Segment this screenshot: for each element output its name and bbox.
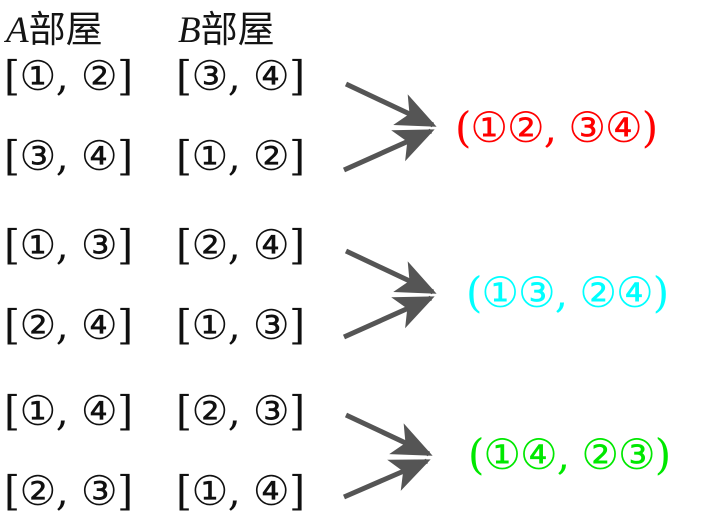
- room-letter-b: B: [178, 10, 201, 51]
- arrow-lower: [342, 295, 435, 340]
- arrow-upper: [344, 248, 437, 295]
- room-word-a: 部屋: [28, 8, 103, 51]
- arrow-pair-group-3: [335, 404, 450, 514]
- pair-cell-a: [①, ④]: [4, 387, 133, 435]
- pair-cell-a: [①, ③]: [4, 221, 133, 269]
- pair-cell-b: [①, ③]: [176, 301, 305, 349]
- pair-cell-a: [②, ④]: [4, 301, 133, 349]
- arrow-lower: [343, 458, 431, 500]
- room-word-b: 部屋: [200, 8, 275, 51]
- result-group-1: (①②, ③④): [455, 103, 658, 152]
- arrow-pair-group-2: [335, 240, 450, 350]
- pair-cell-a: [②, ③]: [4, 467, 133, 515]
- column-header-a: A部屋: [6, 8, 103, 53]
- pair-cell-a: [①, ②]: [4, 52, 133, 100]
- pair-cell-b: [②, ④]: [176, 221, 305, 269]
- result-group-2: (①③, ②④): [466, 268, 669, 317]
- pair-cell-b: [②, ③]: [176, 387, 305, 435]
- arrow-lower: [342, 128, 435, 173]
- pair-cell-b: [①, ②]: [176, 132, 305, 180]
- column-header-b: B部屋: [178, 8, 275, 53]
- arrow-upper: [344, 412, 433, 457]
- arrow-upper: [344, 81, 437, 128]
- room-letter-a: A: [6, 10, 29, 51]
- pair-cell-b: [③, ④]: [176, 52, 305, 100]
- arrow-pair-group-1: [335, 73, 450, 183]
- pair-cell-a: [③, ④]: [4, 132, 133, 180]
- result-group-3: (①④, ②③): [468, 430, 671, 479]
- pair-cell-b: [①, ④]: [176, 467, 305, 515]
